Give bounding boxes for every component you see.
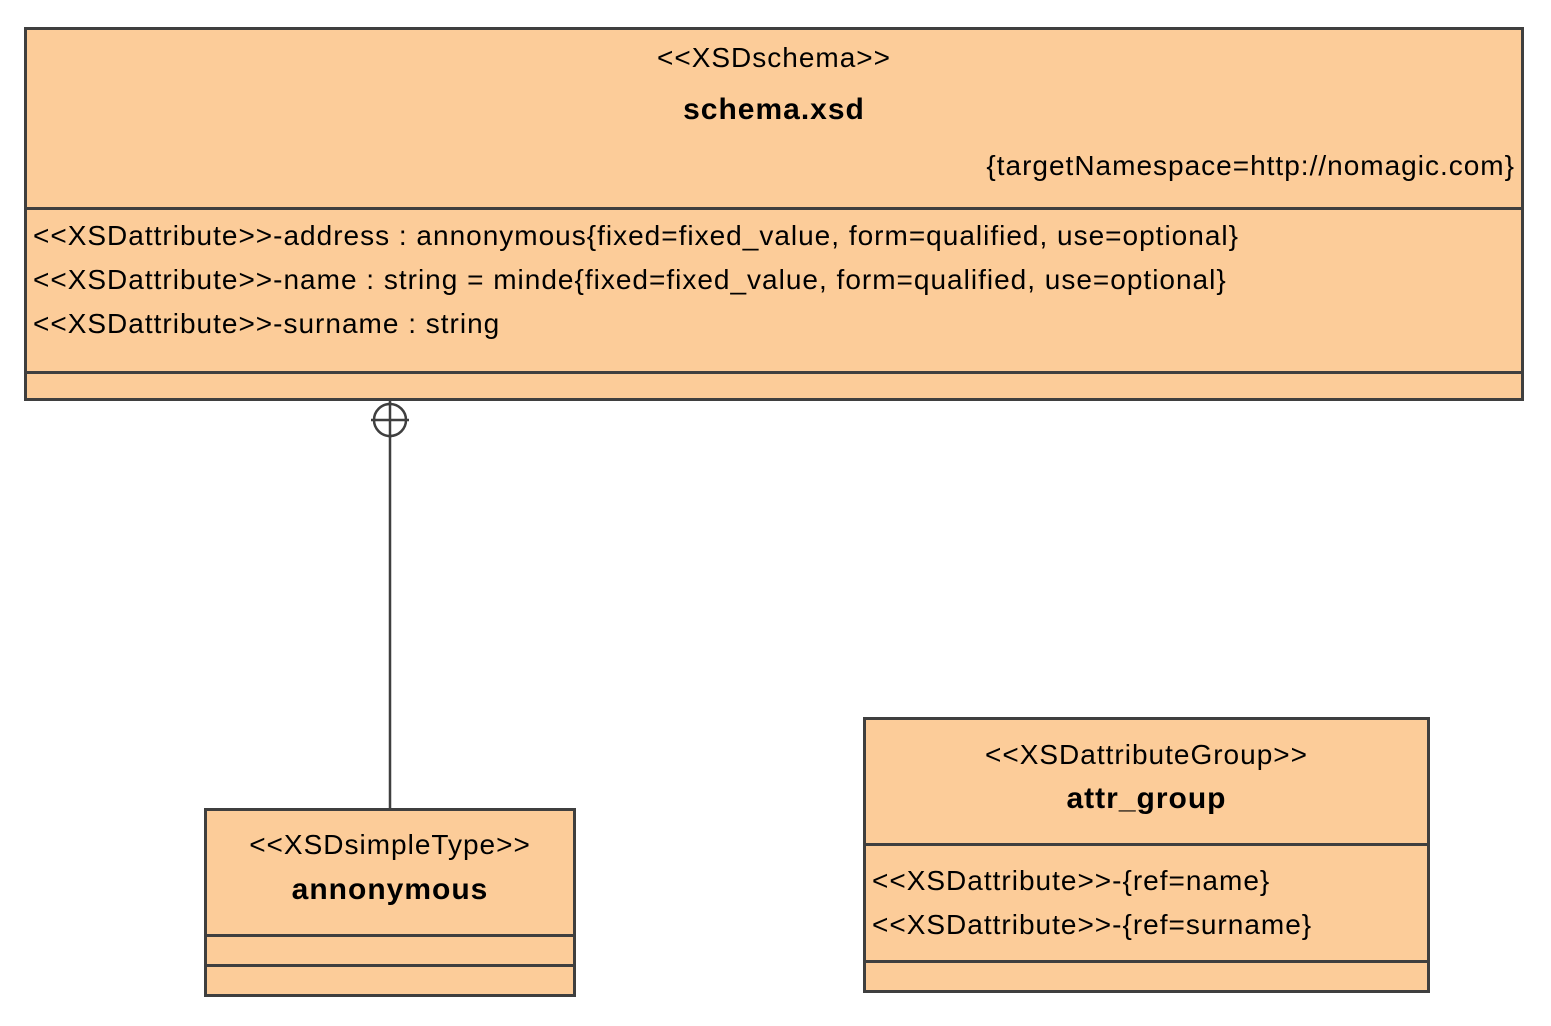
annonymous-empty-operations-compartment [207, 964, 573, 994]
attr-group-empty-compartment [866, 960, 1427, 990]
containment-circle-plus-icon [371, 402, 409, 438]
annonymous-name: annonymous [291, 873, 489, 906]
schema-header-compartment: <<XSDschema>> schema.xsd {targetNamespac… [27, 30, 1521, 207]
schema-attribute-row-surname[interactable]: <<XSDattribute>>-surname : string [33, 308, 501, 339]
schema-attribute-row-address[interactable]: <<XSDattribute>>-address : annonymous{fi… [33, 220, 1239, 251]
attr-group-header-compartment: <<XSDattributeGroup>> attr_group [866, 720, 1427, 843]
schema-empty-compartment [27, 371, 1521, 398]
class-box-schema[interactable]: <<XSDschema>> schema.xsd {targetNamespac… [24, 27, 1524, 401]
attr-group-attribute-row-ref-surname[interactable]: <<XSDattribute>>-{ref=surname} [872, 909, 1313, 940]
schema-stereotype: <<XSDschema>> [656, 42, 892, 73]
attr-group-stereotype: <<XSDattributeGroup>> [985, 739, 1308, 770]
annonymous-empty-attributes-compartment [207, 934, 573, 964]
schema-tagged-values: {targetNamespace=http://nomagic.com} [986, 150, 1515, 181]
schema-name: schema.xsd [683, 93, 865, 126]
class-box-annonymous[interactable]: <<XSDsimpleType>> annonymous [204, 808, 576, 997]
attr-group-attributes-compartment: <<XSDattribute>>-{ref=name} <<XSDattribu… [866, 843, 1427, 960]
schema-attributes-compartment: <<XSDattribute>>-address : annonymous{fi… [27, 207, 1521, 371]
attr-group-attribute-row-ref-name[interactable]: <<XSDattribute>>-{ref=name} [872, 865, 1271, 896]
class-box-attr-group[interactable]: <<XSDattributeGroup>> attr_group <<XSDat… [863, 717, 1430, 993]
annonymous-stereotype: <<XSDsimpleType>> [249, 829, 531, 860]
schema-attribute-row-name[interactable]: <<XSDattribute>>-name : string = minde{f… [33, 264, 1227, 295]
attr-group-name: attr_group [1066, 782, 1227, 815]
annonymous-header-compartment: <<XSDsimpleType>> annonymous [207, 811, 573, 934]
